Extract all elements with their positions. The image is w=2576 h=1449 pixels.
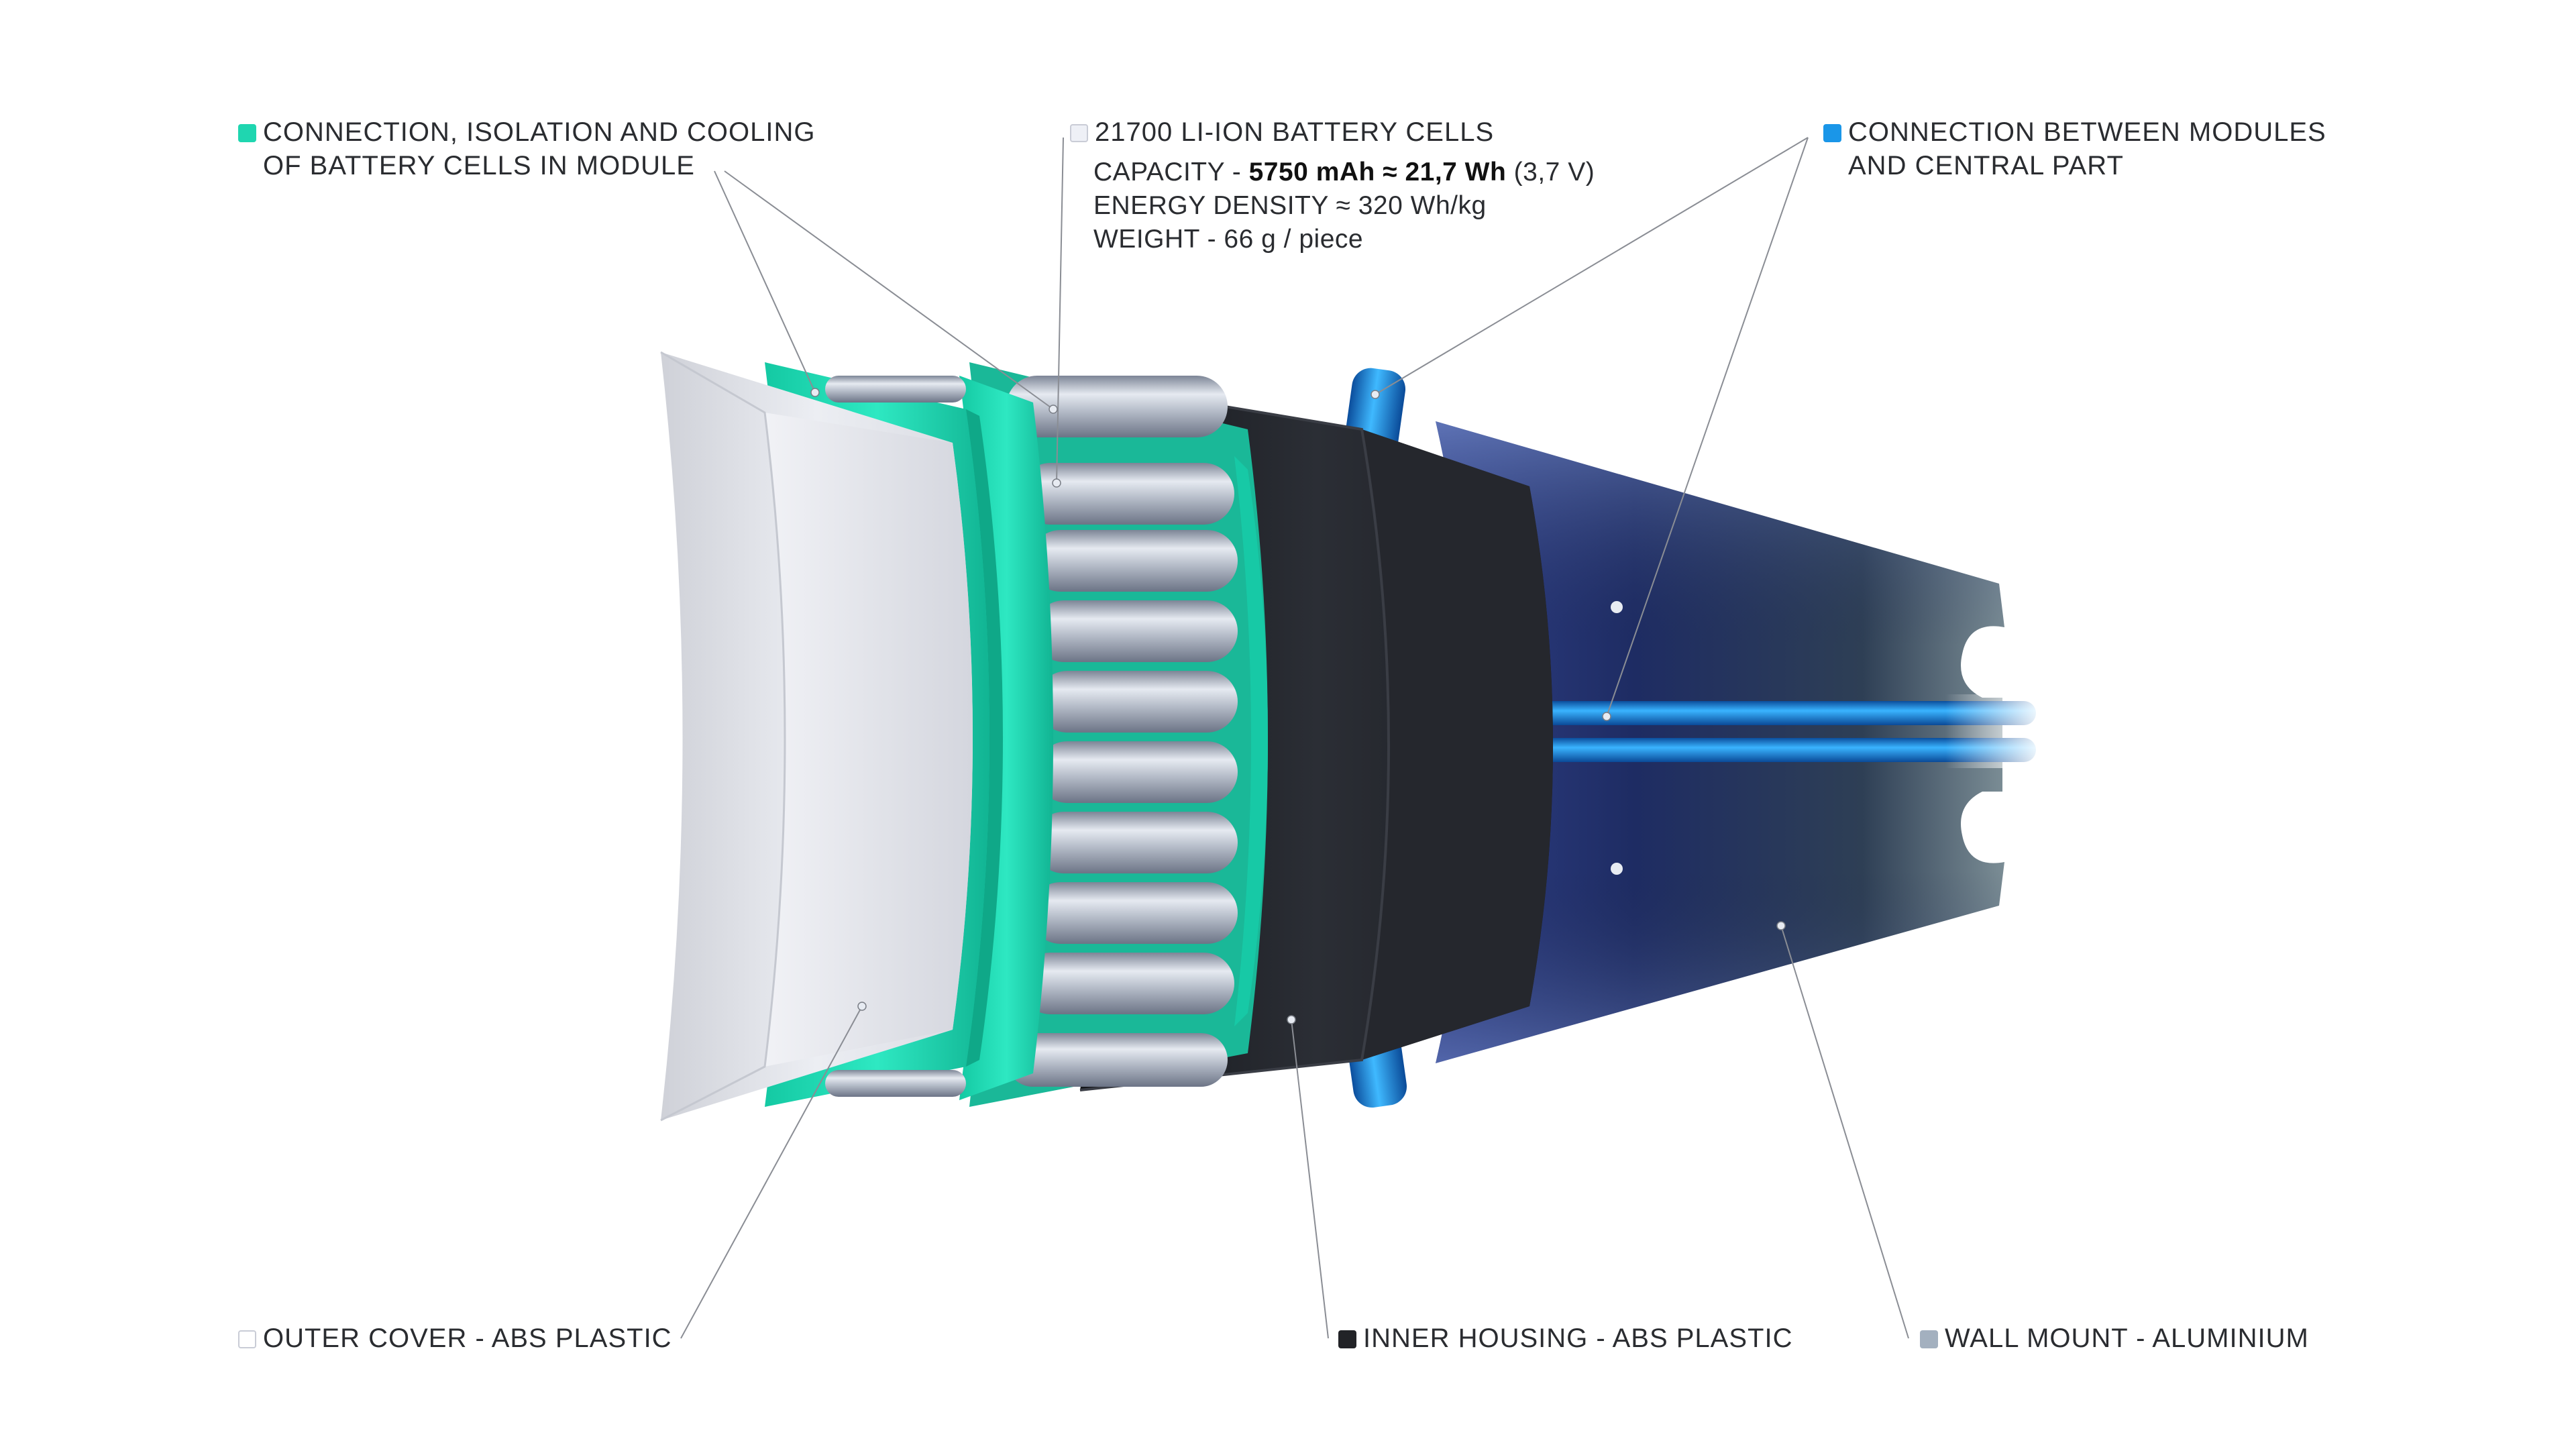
label-connection-modules-line1: CONNECTION BETWEEN MODULES [1848,117,2326,147]
battery-cells-stack [959,362,1268,1107]
swatch-grey [1920,1330,1938,1348]
cell-rows [1006,376,1238,1087]
spec-energy-density: ENERGY DENSITY ≈ 320 Wh/kg [1093,191,1487,220]
leader-connection-modules-a [1375,137,1809,395]
label-wall-mount: WALL MOUNT - ALUMINIUM [1920,1322,2309,1355]
swatch-cells [1070,124,1088,142]
outer-cover [660,351,973,1122]
label-connection-modules-line2: AND CENTRAL PART [1848,151,2124,180]
leader-wall-mount [1780,925,1909,1339]
leader-connection-modules-b [1606,137,1809,717]
swatch-blue [1823,124,1841,142]
leader-connection-isolation-a [714,170,816,393]
leader-dots [810,388,1786,1024]
leader-connection-isolation-b [724,170,1054,410]
label-battery-cells-line1: 21700 LI-ION BATTERY CELLS [1095,117,1495,147]
mount-screw-bottom [1611,863,1623,875]
label-outer-cover-text: OUTER COVER - ABS PLASTIC [263,1324,672,1353]
label-connection-isolation-line2: OF BATTERY CELLS IN MODULE [263,151,695,180]
label-inner-housing-text: INNER HOUSING - ABS PLASTIC [1363,1324,1793,1353]
mount-screw-top [1611,601,1623,613]
spec-capacity: CAPACITY - 5750 mAh ≈ 21,7 Wh (3,7 V) [1093,158,1595,186]
leader-battery-cells [1056,137,1064,484]
swatch-teal [238,124,256,142]
leader-lines [680,137,1909,1339]
horizontal-cooling-tubes [1486,694,2046,768]
label-connection-isolation-line1: CONNECTION, ISOLATION AND COOLING [263,117,816,147]
swatch-dark [1338,1330,1356,1348]
label-battery-cells: 21700 LI-ION BATTERY CELLS [1070,115,1494,149]
label-connection-isolation: CONNECTION, ISOLATION AND COOLING OF BAT… [238,115,815,182]
leader-outer-cover [680,1006,863,1339]
label-connection-modules: CONNECTION BETWEEN MODULES AND CENTRAL P… [1823,115,2326,182]
leader-inner-housing [1291,1019,1329,1339]
battery-specs: CAPACITY - 5750 mAh ≈ 21,7 Wh (3,7 V) EN… [1093,156,1595,256]
swatch-white [238,1330,256,1348]
label-outer-cover: OUTER COVER - ABS PLASTIC [238,1322,672,1355]
label-wall-mount-text: WALL MOUNT - ALUMINIUM [1945,1324,2309,1353]
label-inner-housing: INNER HOUSING - ABS PLASTIC [1338,1322,1792,1355]
spec-weight: WEIGHT - 66 g / piece [1093,225,1364,254]
